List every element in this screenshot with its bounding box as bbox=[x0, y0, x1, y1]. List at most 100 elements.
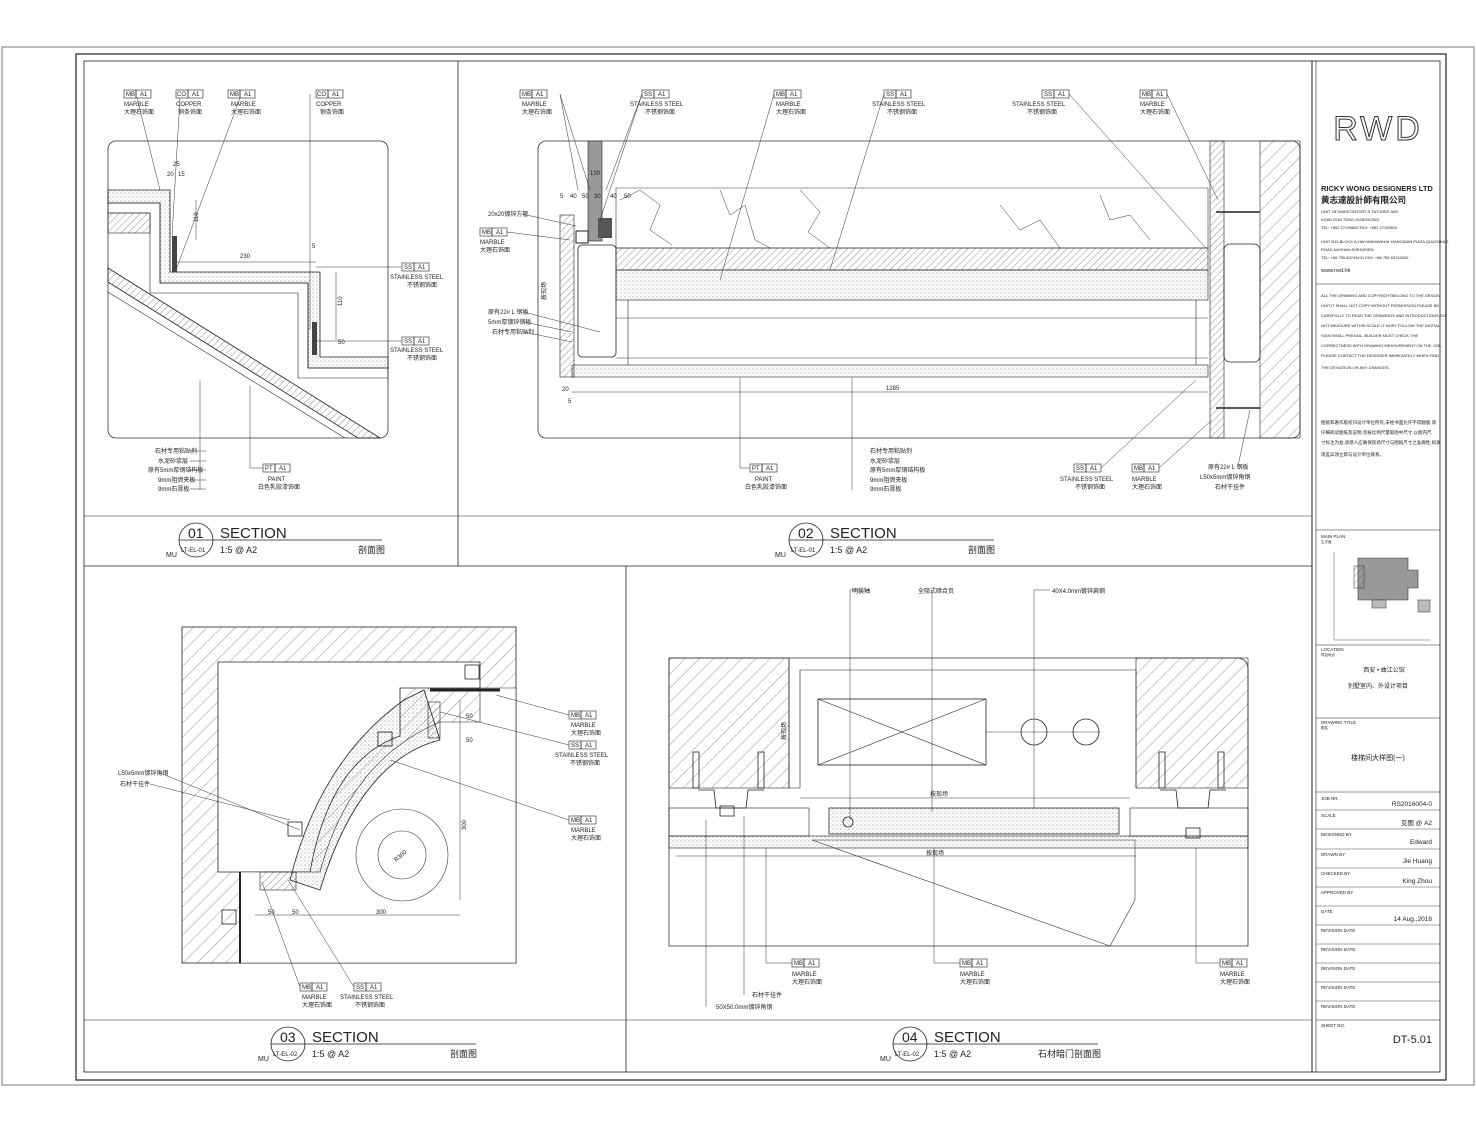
notes-cn: 图纸和著作版权归设计单位所有,未经书面允许不得翻版,请 仔细阅读图纸及说明,勿按… bbox=[1321, 419, 1441, 458]
svg-text:A1: A1 bbox=[332, 92, 340, 98]
section-title-02: 02 LT-EL-01 MU SECTION 1:5 @ A2 剖面图 bbox=[775, 522, 995, 559]
svg-text:大理石饰面: 大理石饰面 bbox=[1220, 978, 1250, 986]
section-03-drawing bbox=[181, 626, 517, 964]
svg-text:5: 5 bbox=[312, 244, 316, 250]
svg-text:大理石饰面: 大理石饰面 bbox=[124, 108, 154, 116]
svg-text:50: 50 bbox=[582, 194, 589, 200]
svg-text:DATE: DATE bbox=[1321, 909, 1333, 914]
svg-text:230: 230 bbox=[240, 254, 251, 260]
svg-text:铜条饰面: 铜条饰面 bbox=[178, 108, 202, 116]
svg-text:LT-EL-01: LT-EL-01 bbox=[791, 548, 816, 554]
svg-text:MB: MB bbox=[1142, 92, 1151, 98]
svg-text:MU: MU bbox=[880, 1056, 891, 1063]
svg-text:CAREFULLY TO READ THE DRAWINGS: CAREFULLY TO READ THE DRAWINGS AND INTRO… bbox=[1321, 313, 1446, 318]
svg-text:02: 02 bbox=[798, 525, 814, 541]
svg-text:不锈钢饰面: 不锈钢饰面 bbox=[407, 354, 437, 362]
svg-text:50: 50 bbox=[624, 194, 631, 200]
svg-text:A1: A1 bbox=[418, 339, 426, 345]
svg-text:MB: MB bbox=[1134, 466, 1143, 472]
company-logo: RWD bbox=[1333, 110, 1423, 148]
notes-s3: L50x5mm镀锌角钢 石材干挂件 bbox=[118, 769, 301, 831]
svg-text:大理石饰面: 大理石饰面 bbox=[1140, 108, 1170, 116]
section-02-dimensions: 130 5 40 50 30 40 50 1285 20 5 按现场 bbox=[540, 171, 900, 405]
svg-text:A1: A1 bbox=[279, 466, 287, 472]
svg-text:SS: SS bbox=[644, 92, 652, 98]
svg-text:不锈钢饰面: 不锈钢饰面 bbox=[1027, 108, 1057, 116]
svg-text:大理石饰面: 大理石饰面 bbox=[302, 1001, 332, 1009]
section-02-drawing bbox=[537, 140, 1301, 439]
svg-text:110: 110 bbox=[194, 212, 200, 222]
svg-text:CO: CO bbox=[317, 92, 326, 98]
svg-text:SS: SS bbox=[1044, 92, 1052, 98]
svg-text:大理石饰面: 大理石饰面 bbox=[480, 246, 510, 254]
svg-text:不锈钢饰面: 不锈钢饰面 bbox=[887, 108, 917, 116]
svg-text:石材干挂件: 石材干挂件 bbox=[120, 780, 150, 788]
svg-text:石材干挂件: 石材干挂件 bbox=[752, 991, 782, 999]
svg-text:石材专用粘贴剂: 石材专用粘贴剂 bbox=[870, 447, 912, 455]
svg-text:不锈钢饰面: 不锈钢饰面 bbox=[570, 759, 600, 767]
svg-text:DRAWING TITLE: DRAWING TITLE bbox=[1321, 720, 1356, 725]
svg-text:PAINT: PAINT bbox=[268, 477, 286, 483]
svg-text:MB: MB bbox=[1222, 961, 1231, 967]
svg-text:图纸和著作版权归设计单位所有,未经书面允许不得翻版,请: 图纸和著作版权归设计单位所有,未经书面允许不得翻版,请 bbox=[1321, 419, 1436, 426]
svg-text:铜条饰面: 铜条饰面 bbox=[320, 108, 344, 116]
svg-text:项目地点: 项目地点 bbox=[1321, 652, 1336, 657]
svg-text:1:5 @ A2: 1:5 @ A2 bbox=[934, 1049, 971, 1059]
svg-text:MB: MB bbox=[230, 92, 239, 98]
svg-text:ROAD,NASHAN,SHENZHEN: ROAD,NASHAN,SHENZHEN bbox=[1321, 247, 1374, 252]
svg-text:50: 50 bbox=[268, 910, 275, 916]
svg-text:40: 40 bbox=[570, 194, 577, 200]
svg-text:石材暗门剖面图: 石材暗门剖面图 bbox=[1038, 1048, 1101, 1059]
svg-text:UNIT,IT SHALL NOT COPY WITHOU: UNIT,IT SHALL NOT COPY WITHOUT PERMISSIO… bbox=[1321, 303, 1439, 308]
svg-text:REVISION DATE: REVISION DATE bbox=[1321, 947, 1355, 952]
svg-text:MARBLE: MARBLE bbox=[960, 972, 985, 978]
svg-text:9mm阻燃夹板: 9mm阻燃夹板 bbox=[158, 476, 195, 484]
svg-text:见图 @ A2: 见图 @ A2 bbox=[1401, 819, 1433, 827]
svg-text:1:5 @ A2: 1:5 @ A2 bbox=[830, 545, 867, 555]
svg-text:Edward: Edward bbox=[1410, 839, 1432, 846]
svg-text:MARBLE: MARBLE bbox=[1132, 477, 1157, 483]
svg-text:A1: A1 bbox=[1148, 466, 1156, 472]
svg-text:西安 • 曲江公馆: 西安 • 曲江公馆 bbox=[1363, 666, 1404, 674]
svg-text:MARBLE: MARBLE bbox=[571, 723, 596, 729]
svg-text:1285: 1285 bbox=[886, 386, 900, 392]
svg-text:UNIT B13,BLOCK A,HAIYANMIANHAI: UNIT B13,BLOCK A,HAIYANMIANHAI XIANGNIAN… bbox=[1321, 239, 1448, 244]
svg-text:石材专用粘贴剂: 石材专用粘贴剂 bbox=[492, 328, 534, 336]
svg-text:A1: A1 bbox=[536, 92, 544, 98]
svg-text:PLEASE CONTACT THE DESIGNER IM: PLEASE CONTACT THE DESIGNER IMMEDIATELY … bbox=[1321, 353, 1439, 358]
svg-text:A1: A1 bbox=[370, 985, 378, 991]
svg-text:原有22# L 钢板: 原有22# L 钢板 bbox=[488, 308, 528, 316]
svg-text:TEL: +852 27199829 FAX: +85: TEL: +852 27199829 FAX: +852 27199819 bbox=[1321, 225, 1398, 230]
svg-text:A1: A1 bbox=[316, 985, 324, 991]
svg-text:MARBLE: MARBLE bbox=[1140, 102, 1165, 108]
svg-text:A1: A1 bbox=[585, 743, 593, 749]
svg-text:130: 130 bbox=[590, 171, 601, 177]
section-title-03: 03 LT-EL-02 MU SECTION 1:5 @ A2 剖面图 bbox=[258, 1026, 477, 1063]
svg-text:A1: A1 bbox=[244, 92, 252, 98]
svg-text:MU: MU bbox=[775, 552, 786, 559]
svg-text:50: 50 bbox=[466, 714, 473, 720]
svg-text:DESIGNED BY: DESIGNED BY bbox=[1321, 832, 1352, 837]
svg-text:STAINLESS STEEL: STAINLESS STEEL bbox=[1012, 102, 1066, 108]
svg-text:A1: A1 bbox=[658, 92, 666, 98]
svg-text:大理石饰面: 大理石饰面 bbox=[960, 978, 990, 986]
svg-text:9mm石膏板: 9mm石膏板 bbox=[870, 485, 901, 493]
svg-text:300: 300 bbox=[462, 819, 468, 830]
svg-text:楼梯间大样图(一): 楼梯间大样图(一) bbox=[1351, 753, 1405, 762]
svg-text:L50x5mm镀锌角钢: L50x5mm镀锌角钢 bbox=[118, 769, 168, 777]
svg-text:SECTION: SECTION bbox=[830, 525, 897, 542]
